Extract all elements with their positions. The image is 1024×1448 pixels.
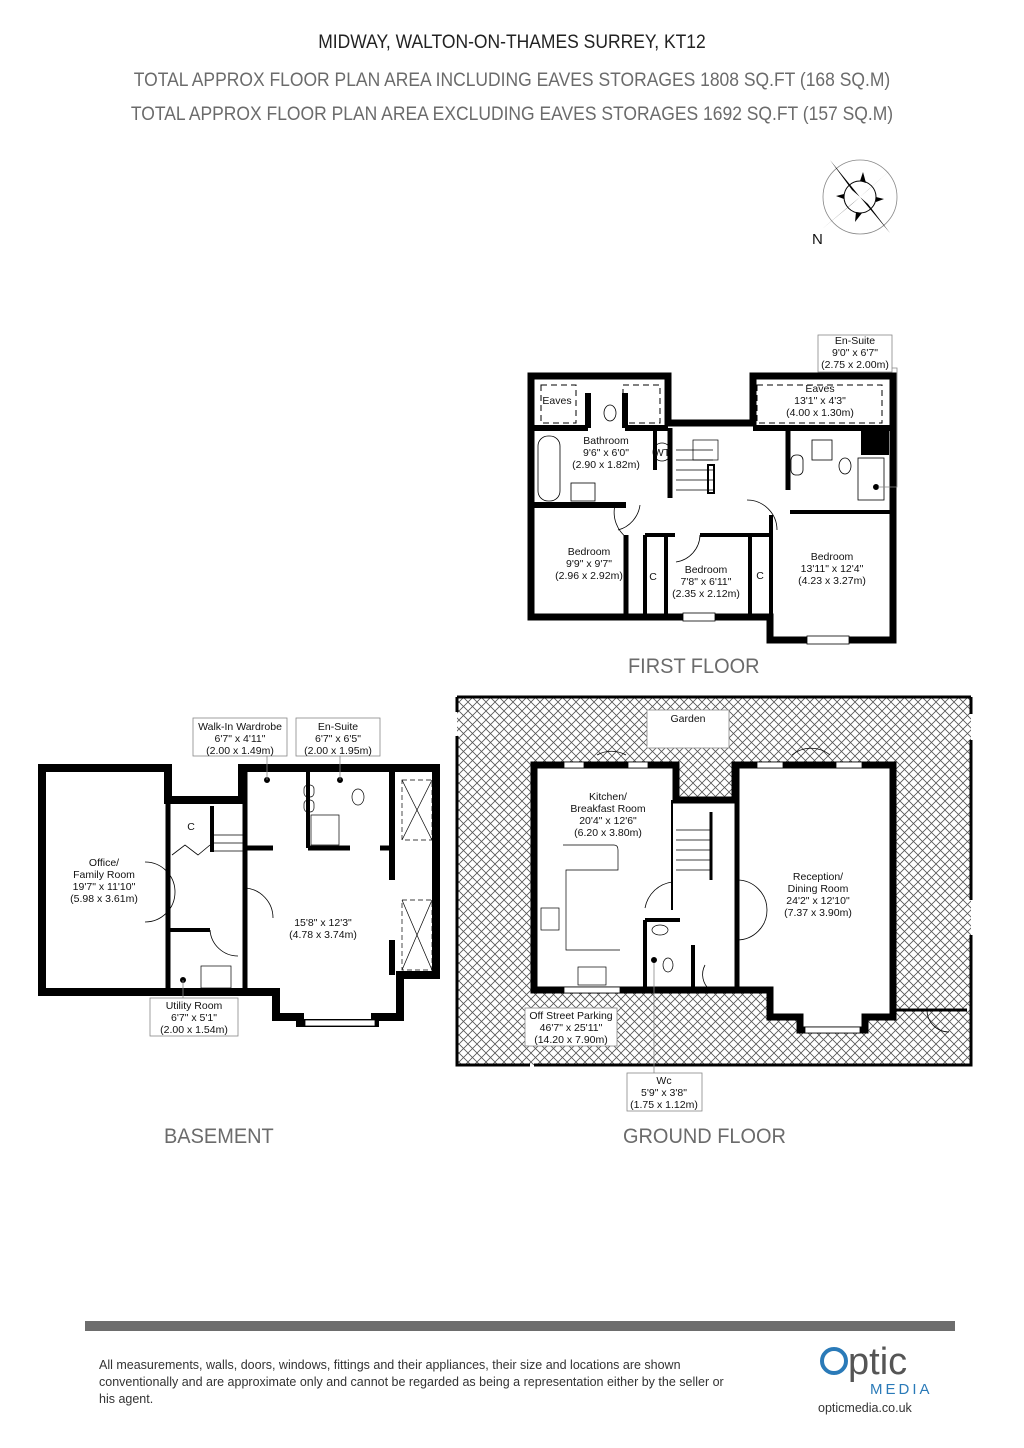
svg-text:Bedroom: Bedroom — [568, 546, 611, 558]
svg-text:Eaves: Eaves — [542, 395, 571, 407]
first-floor-labels: Eaves Bathroom 9'6" x 6'0" (2.90 x 1.82m… — [542, 335, 888, 600]
first-floor-label: FIRST FLOOR — [628, 655, 760, 678]
svg-text:13'1" x 4'3": 13'1" x 4'3" — [794, 395, 846, 407]
compass-north-label: N — [812, 231, 823, 248]
svg-text:(2.00 x 1.54m): (2.00 x 1.54m) — [160, 1024, 228, 1036]
svg-text:9'9" x 9'7": 9'9" x 9'7" — [566, 558, 612, 570]
svg-text:5'9" x 3'8": 5'9" x 3'8" — [641, 1087, 687, 1099]
svg-text:(2.00 x 1.49m): (2.00 x 1.49m) — [206, 745, 274, 757]
svg-text:Garden: Garden — [670, 713, 705, 725]
svg-text:(7.37 x 3.90m): (7.37 x 3.90m) — [784, 907, 852, 919]
svg-text:Wc: Wc — [656, 1075, 671, 1087]
ground-floor-plan — [455, 695, 973, 1112]
basement-plan — [38, 717, 440, 1037]
total-area-including-eaves: TOTAL APPROX FLOOR PLAN AREA INCLUDING E… — [133, 70, 891, 91]
svg-text:7'8" x 6'11": 7'8" x 6'11" — [681, 576, 732, 588]
svg-text:(1.75 x 1.12m): (1.75 x 1.12m) — [630, 1099, 698, 1111]
svg-text:(5.98 x 3.61m): (5.98 x 3.61m) — [70, 893, 138, 905]
basement-labels: Walk-In Wardrobe 6'7" x 4'11" (2.00 x 1.… — [70, 721, 372, 1036]
svg-text:Dining Room: Dining Room — [788, 883, 849, 895]
svg-text:Eaves: Eaves — [805, 383, 834, 395]
logo-wordmark: ptic — [848, 1341, 907, 1383]
svg-text:Walk-In Wardrobe: Walk-In Wardrobe — [198, 721, 282, 733]
svg-text:(2.75 x 2.00m): (2.75 x 2.00m) — [821, 359, 889, 371]
property-title: MIDWAY, WALTON-ON-THAMES SURREY, KT12 — [318, 32, 706, 53]
svg-text:15'8" x 12'3": 15'8" x 12'3" — [294, 917, 352, 929]
logo-media: MEDIA — [870, 1381, 933, 1398]
footer-divider-bar — [85, 1321, 955, 1331]
logo-url: opticmedia.co.uk — [818, 1401, 912, 1415]
svg-text:6'7" x 5'1": 6'7" x 5'1" — [171, 1012, 217, 1024]
compass-rose-icon: N — [812, 159, 898, 248]
basement-label: BASEMENT — [164, 1125, 274, 1148]
first-floor-plan — [527, 334, 898, 645]
svg-text:24'2" x 12'10": 24'2" x 12'10" — [786, 895, 850, 907]
svg-text:(2.90 x 1.82m): (2.90 x 1.82m) — [572, 459, 640, 471]
svg-text:C: C — [756, 570, 764, 582]
svg-text:Breakfast Room: Breakfast Room — [570, 803, 646, 815]
svg-text:Kitchen/: Kitchen/ — [589, 791, 627, 803]
svg-text:6'7" x 4'11": 6'7" x 4'11" — [215, 733, 266, 745]
svg-text:WT: WT — [654, 447, 671, 459]
svg-text:Bathroom: Bathroom — [583, 435, 629, 447]
svg-text:46'7" x 25'11": 46'7" x 25'11" — [540, 1022, 603, 1034]
svg-text:Family Room: Family Room — [73, 869, 135, 881]
svg-text:Bedroom: Bedroom — [685, 564, 728, 576]
svg-text:En-Suite: En-Suite — [318, 721, 358, 733]
svg-text:(14.20 x 7.90m): (14.20 x 7.90m) — [534, 1034, 608, 1046]
ground-floor-labels: Garden Kitchen/ Breakfast Room 20'4" x 1… — [529, 713, 851, 1111]
svg-text:Office/: Office/ — [89, 857, 119, 869]
svg-text:C: C — [187, 821, 195, 833]
svg-text:(4.78 x 3.74m): (4.78 x 3.74m) — [289, 929, 357, 941]
svg-text:En-Suite: En-Suite — [835, 335, 875, 347]
svg-text:(2.00 x 1.95m): (2.00 x 1.95m) — [304, 745, 372, 757]
svg-text:(4.00 x 1.30m): (4.00 x 1.30m) — [786, 407, 854, 419]
svg-text:13'11" x 12'4": 13'11" x 12'4" — [801, 563, 864, 575]
svg-text:6'7" x 6'5": 6'7" x 6'5" — [315, 733, 361, 745]
svg-text:20'4" x 12'6": 20'4" x 12'6" — [579, 815, 637, 827]
svg-text:9'6" x 6'0": 9'6" x 6'0" — [583, 447, 629, 459]
disclaimer-text: All measurements, walls, doors, windows,… — [99, 1358, 724, 1406]
svg-text:19'7" x 11'10": 19'7" x 11'10" — [73, 881, 136, 893]
total-area-excluding-eaves: TOTAL APPROX FLOOR PLAN AREA EXCLUDING E… — [130, 104, 894, 125]
svg-text:Bedroom: Bedroom — [811, 551, 854, 563]
svg-text:9'0" x 6'7": 9'0" x 6'7" — [832, 347, 878, 359]
svg-text:Reception/: Reception/ — [793, 871, 843, 883]
svg-text:(2.96 x 2.92m): (2.96 x 2.92m) — [555, 570, 623, 582]
svg-text:(6.20 x 3.80m): (6.20 x 3.80m) — [574, 827, 642, 839]
svg-text:Off Street Parking: Off Street Parking — [529, 1010, 612, 1022]
optic-media-logo: ptic MEDIA — [820, 1341, 933, 1398]
ground-floor-label: GROUND FLOOR — [623, 1125, 786, 1148]
svg-text:(4.23 x 3.27m): (4.23 x 3.27m) — [798, 575, 866, 587]
svg-text:C: C — [649, 571, 657, 583]
svg-text:Utility Room: Utility Room — [166, 1000, 223, 1012]
svg-text:(2.35 x 2.12m): (2.35 x 2.12m) — [672, 588, 740, 600]
